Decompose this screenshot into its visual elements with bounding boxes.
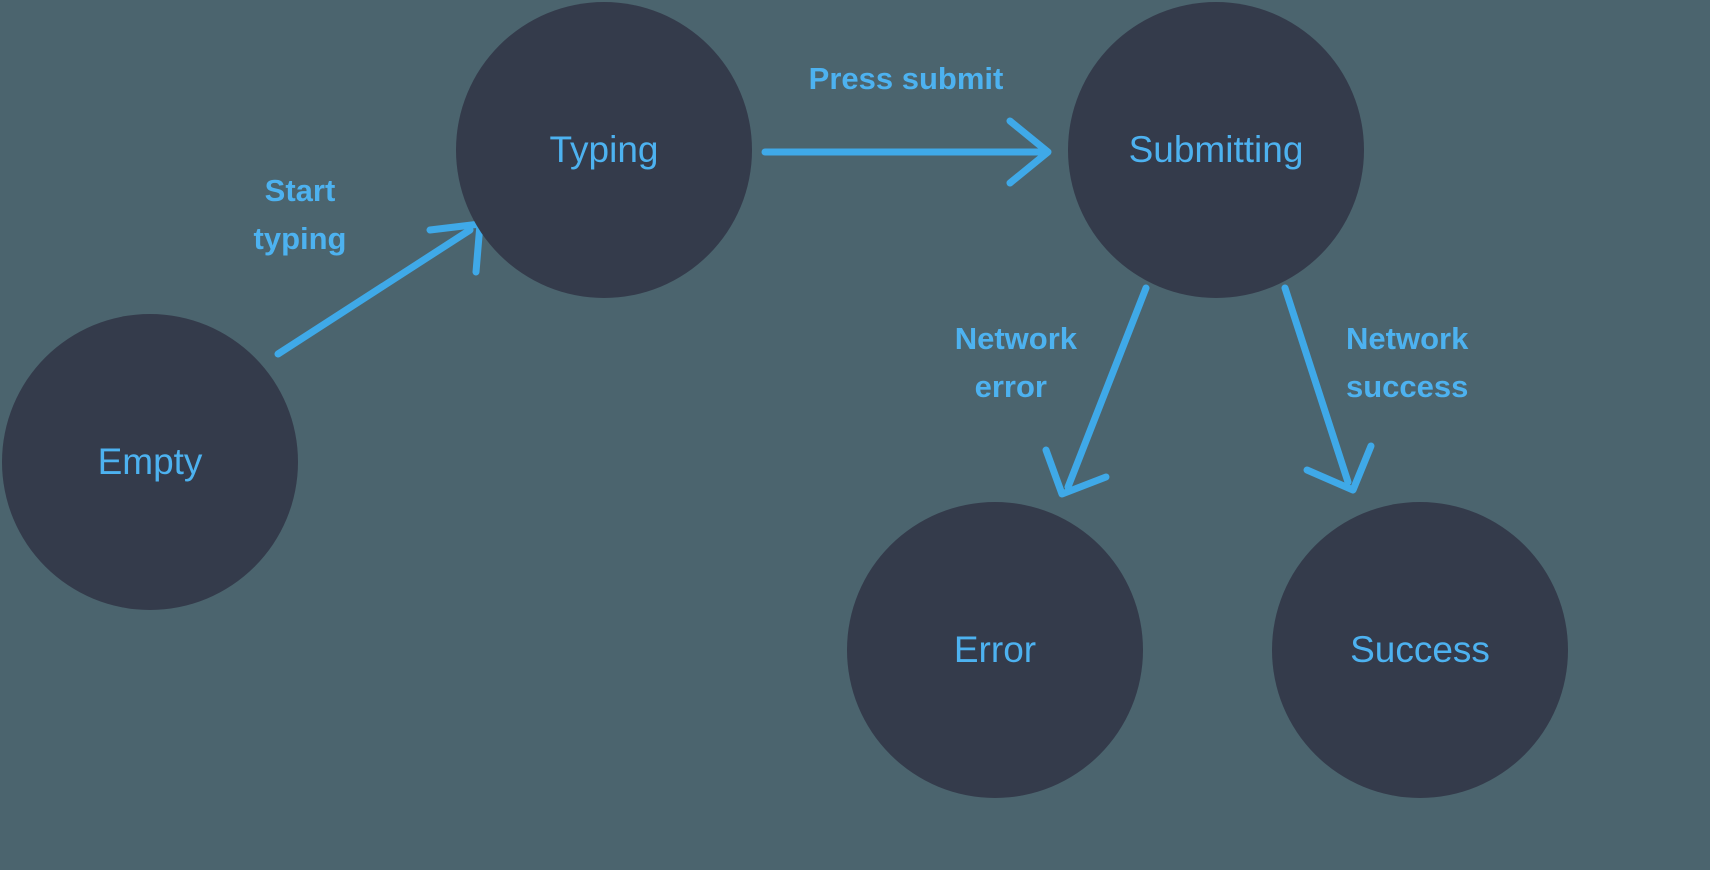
transition-label-network-success-line1: Network [1346,321,1469,356]
state-node-error[interactable]: Error [847,502,1143,798]
transition-network-error [1042,284,1150,498]
state-label-empty: Empty [98,441,203,482]
state-circle-empty[interactable] [2,314,298,610]
state-label-submitting: Submitting [1129,129,1304,170]
transition-label-network-success-line2: success [1346,369,1468,404]
state-label-error: Error [954,629,1036,670]
transition-label-press-submit: Press submit [809,61,1004,96]
state-circle-error[interactable] [847,502,1143,798]
state-label-success: Success [1350,629,1490,670]
transition-label-network-success: Network success [1346,321,1469,404]
state-node-success[interactable]: Success [1272,502,1568,798]
state-node-empty[interactable]: Empty [2,314,298,610]
state-node-submitting[interactable]: Submitting [1068,2,1364,298]
transition-label-press-submit-line1: Press submit [809,61,1004,96]
transition-network-success [1281,284,1375,494]
transition-network-error-line [1064,284,1150,491]
transition-label-network-error: Network error [955,321,1078,404]
transition-network-error-arrowhead [1042,446,1110,498]
state-node-typing[interactable]: Typing [456,2,752,298]
transition-label-network-error-line2: error [975,369,1047,404]
transition-label-start-typing-line2: typing [254,221,347,256]
state-circle-success[interactable] [1272,502,1568,798]
state-label-typing: Typing [549,129,658,170]
transition-label-network-error-line1: Network [955,321,1078,356]
transition-press-submit-arrowhead [1006,117,1052,187]
transition-label-start-typing: Start typing [254,173,347,256]
transition-network-success-line [1281,284,1352,486]
transition-label-start-typing-line1: Start [265,173,336,208]
transition-network-success-arrowhead [1303,442,1375,494]
transition-start-typing-line [274,226,474,358]
state-circle-typing[interactable] [456,2,752,298]
transition-press-submit [761,117,1052,187]
state-circle-submitting[interactable] [1068,2,1364,298]
